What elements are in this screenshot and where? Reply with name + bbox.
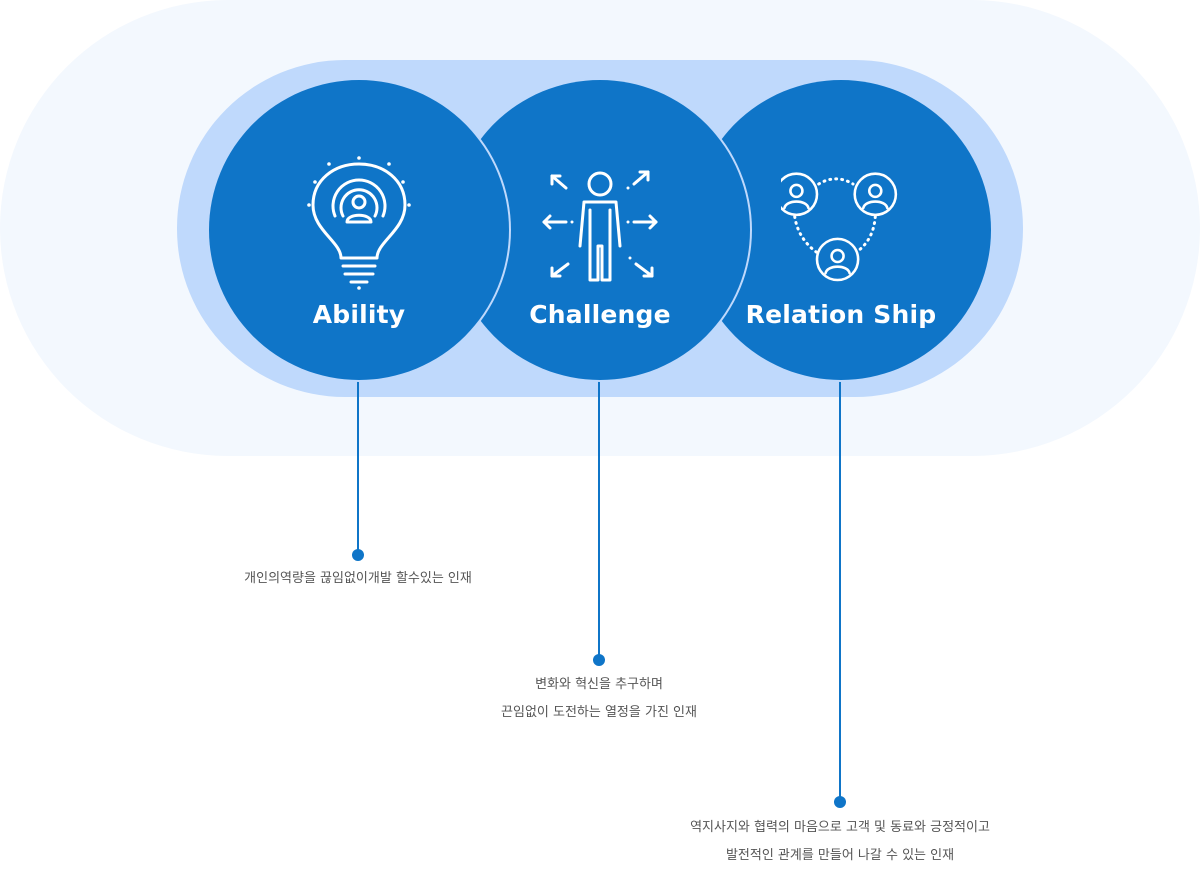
challenge-description-line: 끈임없이 도전하는 열정을 가진 인재 (501, 705, 697, 720)
challenge-connector-dot (593, 654, 605, 666)
relationship-description-line: 발전적인 관계를 만들어 나갈 수 있는 인재 (725, 848, 955, 863)
person-arrows-icon (542, 170, 658, 282)
ability-connector-dot (352, 549, 364, 561)
ability-title: Ability (312, 300, 406, 329)
people-network-icon (781, 172, 898, 282)
challenge-description-line: 변화와 혁신을 추구하며 (535, 677, 663, 692)
relationship-connector-dot (834, 796, 846, 808)
ability-circle: Ability (209, 80, 509, 380)
relationship-title: Relation Ship (745, 300, 937, 329)
ability-connector-line (357, 377, 359, 555)
ability-description: 개인의역량을 끊임없이개발 할수있는 인재 (108, 565, 608, 593)
ability-description-line: 개인의역량을 끊임없이개발 할수있는 인재 (244, 571, 472, 586)
challenge-description: 변화와 혁신을 추구하며 끈임없이 도전하는 열정을 가진 인재 (349, 671, 849, 727)
challenge-title: Challenge (529, 300, 671, 329)
relationship-connector-line (839, 377, 841, 802)
relationship-description-line: 역지사지와 협력의 마음으로 고객 및 동료와 긍정적이고 (690, 820, 990, 835)
challenge-connector-line (598, 377, 600, 660)
lightbulb-person-icon (307, 156, 411, 290)
relationship-description: 역지사지와 협력의 마음으로 고객 및 동료와 긍정적이고 발전적인 관계를 만… (590, 814, 1090, 870)
